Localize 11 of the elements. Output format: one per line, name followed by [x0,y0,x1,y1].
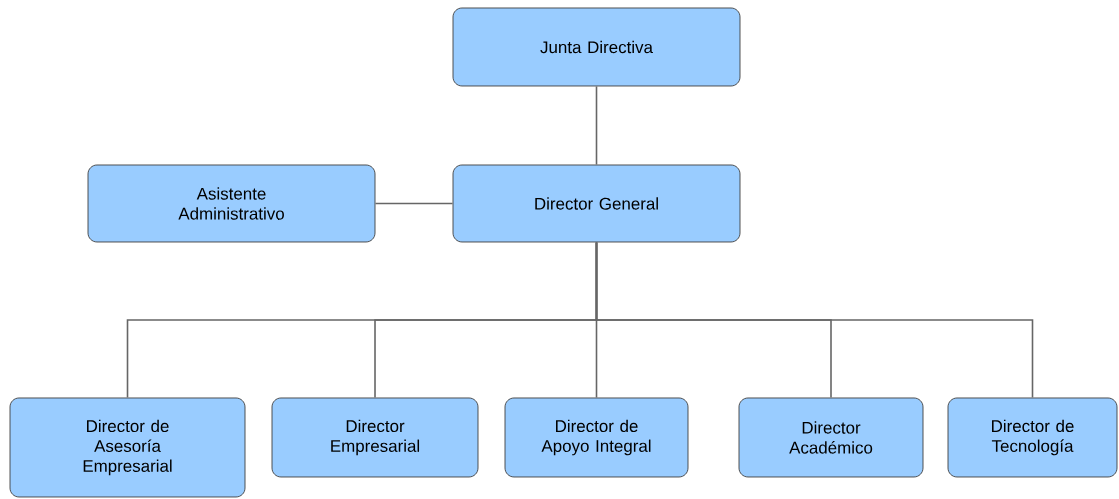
connector-line [595,241,1034,399]
org-box: Director de Asesoría Empresarial [9,397,246,498]
org-box: Director General [452,164,741,243]
org-box: Director Académico [738,397,924,478]
org-box: Director Empresarial [271,397,479,478]
org-box: Director de Apoyo Integral [504,397,689,478]
connector-line [374,202,454,205]
org-box: Junta Directiva [452,7,741,87]
connector-line [595,85,598,166]
org-box: Director de Tecnología [947,397,1118,478]
org-box: Asistente Administrativo [87,164,376,243]
